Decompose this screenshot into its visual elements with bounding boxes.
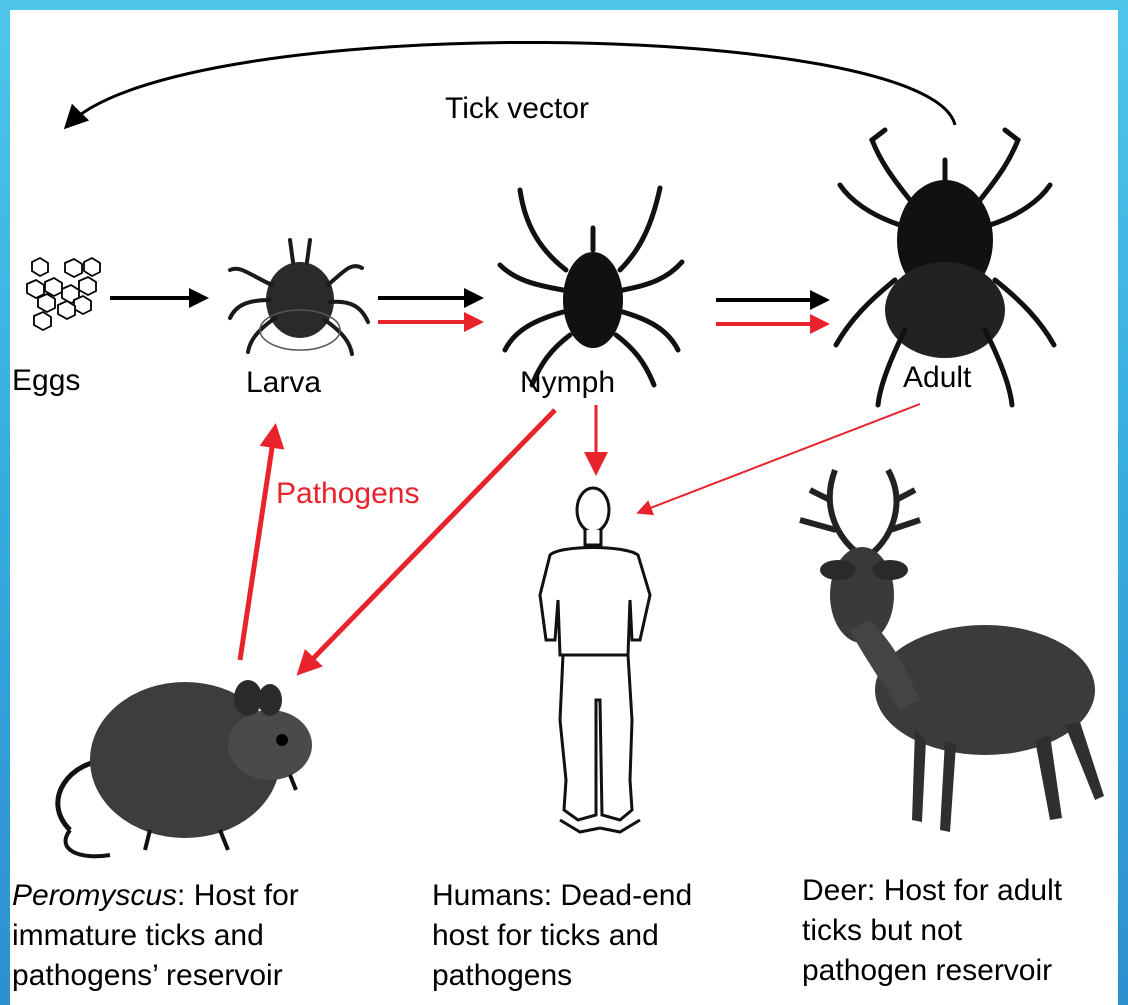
arrow-adult-human [640,404,920,512]
nymph-illustration [500,188,682,385]
peromyscus-name: Peromyscus [12,879,177,912]
pathogens-label: Pathogens [276,477,419,510]
deer-caption-line3: pathogen reservoir [802,954,1052,987]
stage-label-larva: Larva [246,366,321,399]
deer-illustration [800,470,1104,832]
humans-caption-line1: Humans: Dead-end [432,879,692,912]
stage-label-nymph: Nymph [520,366,615,399]
peromyscus-caption-line1-rest: : Host for [177,879,299,912]
deer-caption-line2: ticks but not [802,914,963,947]
humans-caption-line2: host for ticks and [432,919,659,952]
peromyscus-caption-line2: immature ticks and [12,919,264,952]
diagram-panel: Tick vector Eggs Larva [10,10,1118,1005]
peromyscus-caption-line3: pathogens’ reservoir [12,959,283,992]
stage-label-eggs: Eggs [12,364,80,397]
larva-illustration [230,240,368,354]
humans-caption-line3: pathogens [432,959,572,992]
arrow-nymph-peromyscus [300,410,555,672]
human-illustration [540,488,650,832]
deer-caption-line1: Deer: Host for adult [802,874,1063,907]
peromyscus-illustration [58,680,312,856]
stage-label-adult: Adult [903,361,972,394]
cycle-label: Tick vector [445,92,589,125]
tick-lifecycle-diagram: Tick vector Eggs Larva [10,10,1118,1005]
eggs-illustration [27,258,100,330]
arrow-peromyscus-larva [240,428,275,660]
peromyscus-caption-line1: Peromyscus: Host for [12,879,299,912]
